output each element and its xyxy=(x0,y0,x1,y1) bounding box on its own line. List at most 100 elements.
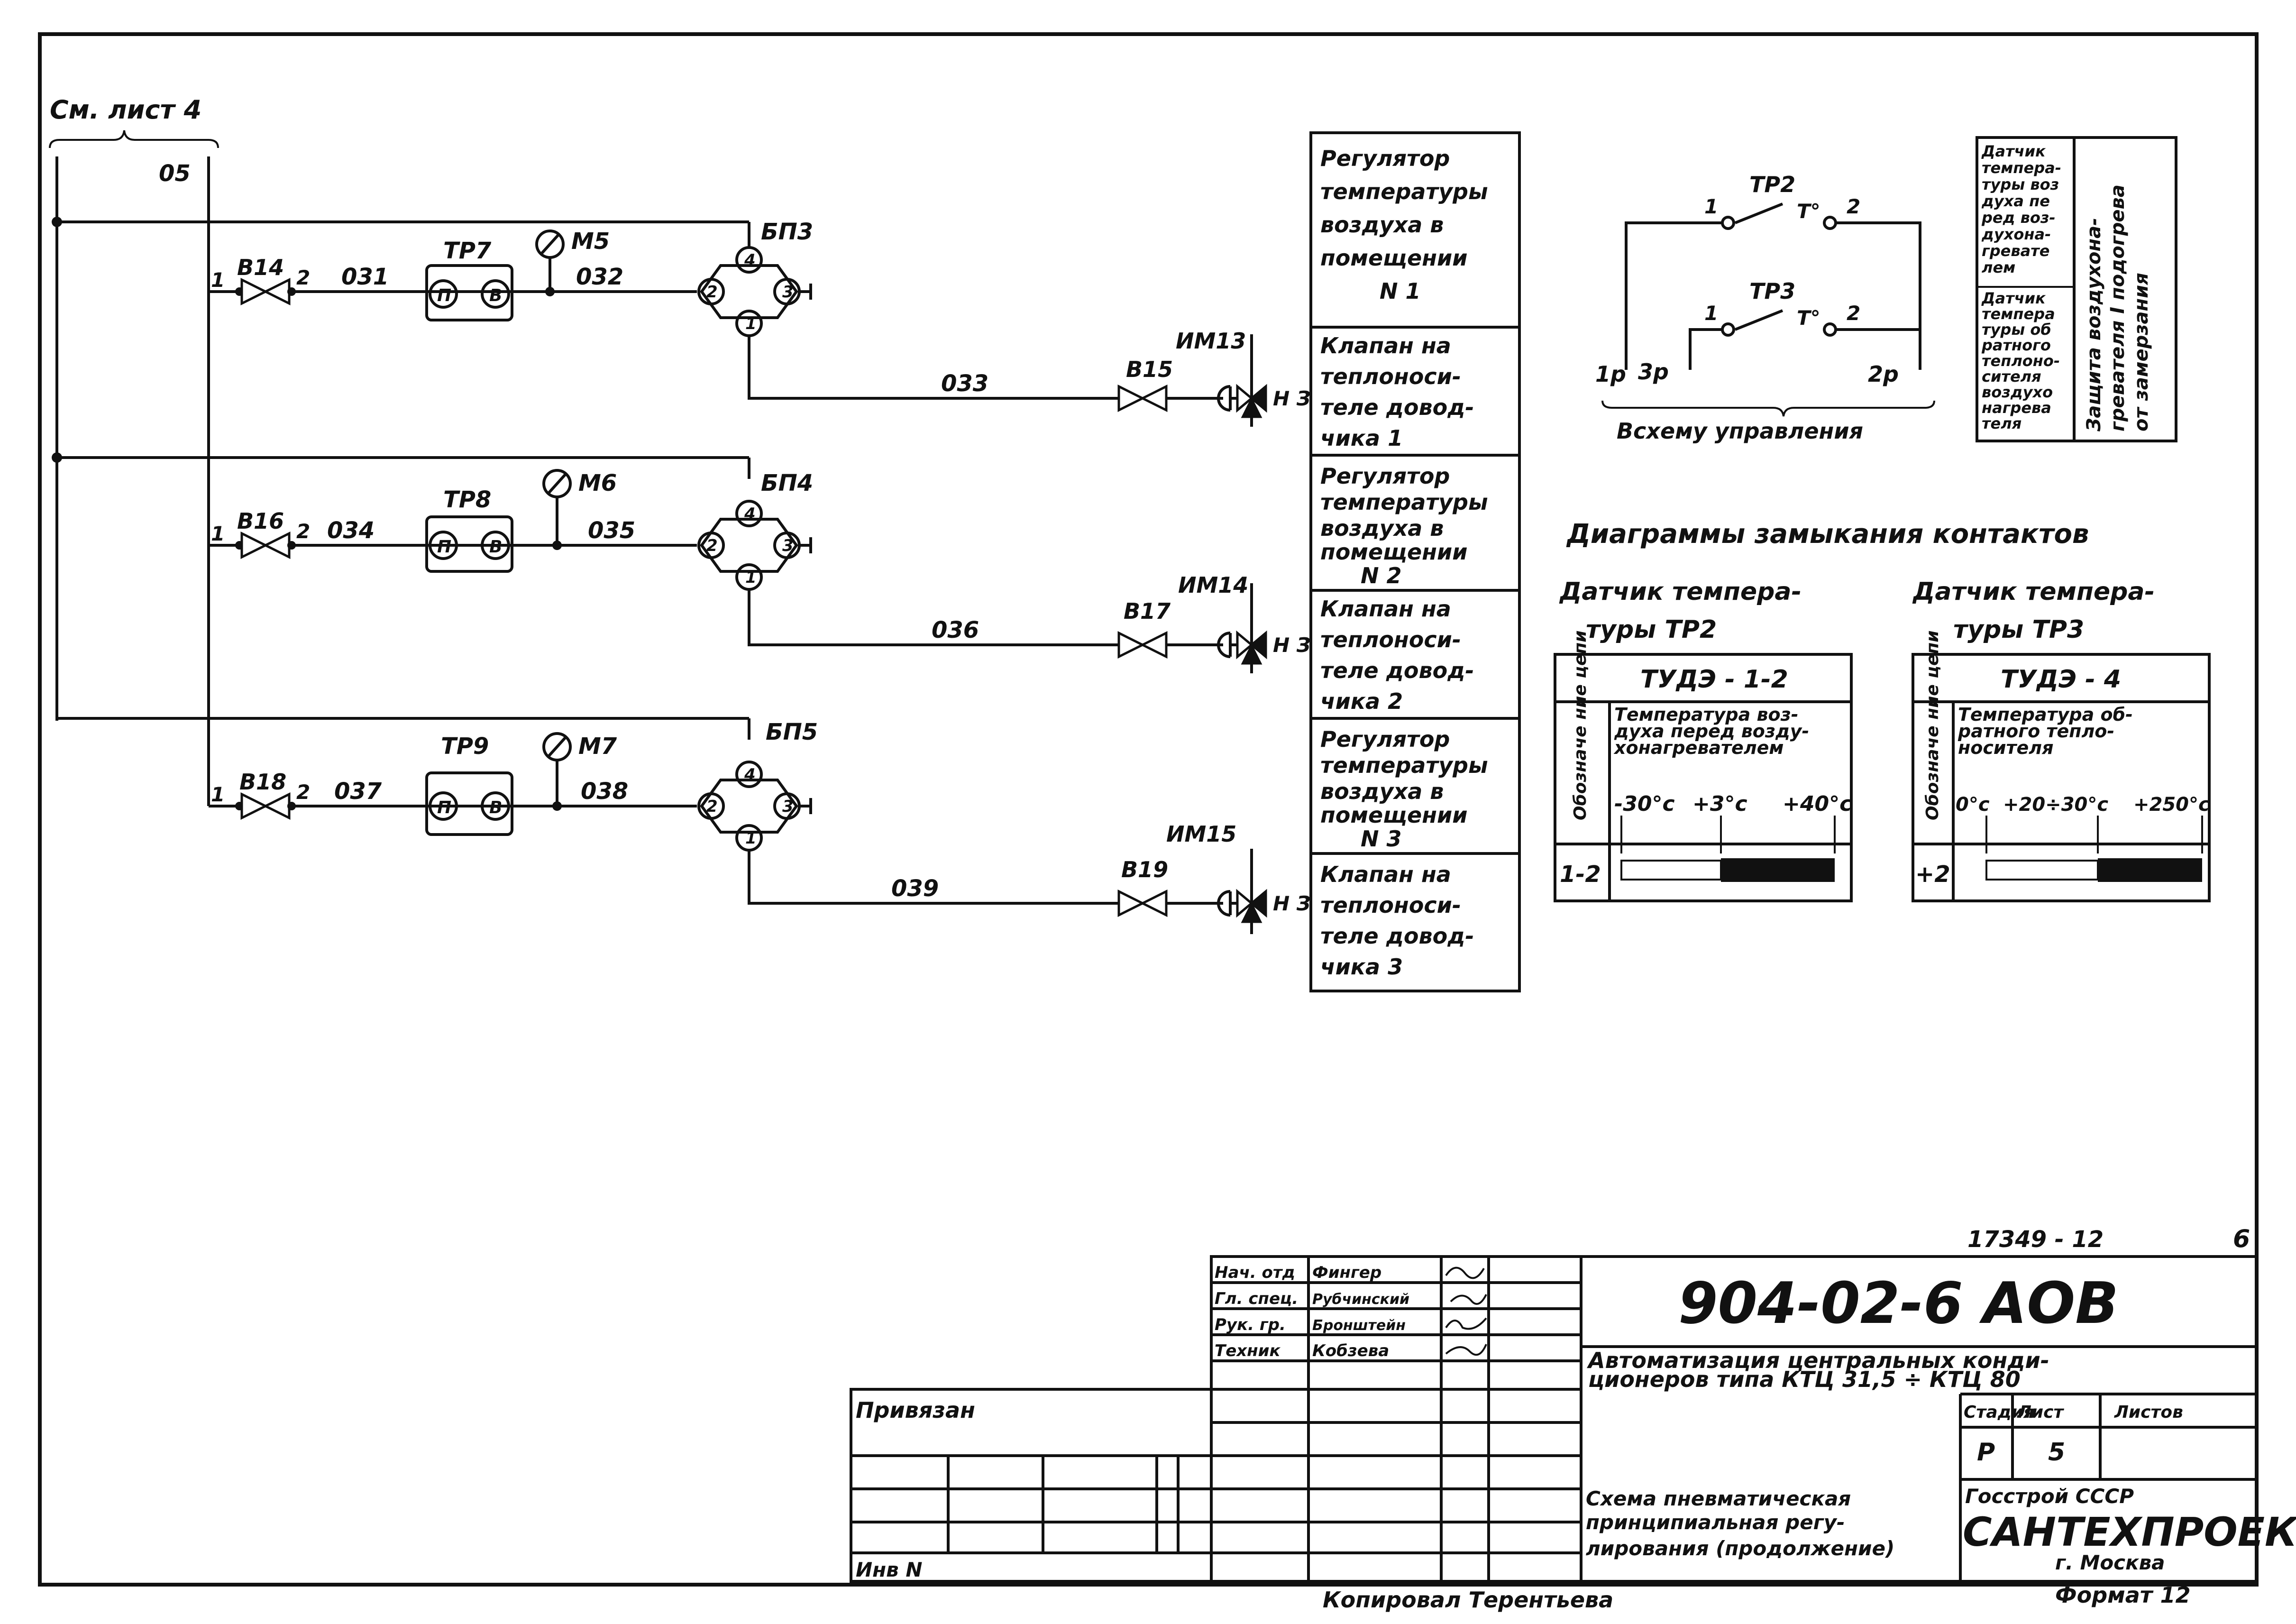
pipe-label: 034 xyxy=(327,517,375,544)
relay-port-label: В xyxy=(489,286,502,305)
valve-label: В17 xyxy=(1124,598,1171,624)
svg-text:Датчик: Датчик xyxy=(1981,142,2046,160)
description-cell-valve-2: Клапан на теплоноси- теле довод- чика 2 xyxy=(1320,596,1474,714)
pipe-label: 035 xyxy=(588,517,635,544)
svg-text:температуры: температуры xyxy=(1320,489,1488,515)
terminal-label: 2р xyxy=(1868,361,1899,387)
privyazan-label: Привязан xyxy=(856,1397,975,1423)
control-valve-icon xyxy=(1217,375,1267,427)
port-label: 4 xyxy=(744,505,756,523)
port-label: 3 xyxy=(782,536,794,555)
drawing-title: Схема пневматическая xyxy=(1586,1487,1851,1510)
scale-tick-label: -30°с xyxy=(1614,792,1675,816)
scale-tick-label: +20÷30°с xyxy=(2003,794,2108,816)
svg-text:помещении: помещении xyxy=(1320,245,1467,271)
gauge-label: М7 xyxy=(578,733,617,760)
drawing-title: лирования (продолжение) xyxy=(1586,1537,1894,1560)
sheet-header: Лист xyxy=(2017,1403,2064,1422)
port-label: 2 xyxy=(706,797,718,816)
svg-text:чика 2: чика 2 xyxy=(1320,688,1403,714)
control-valve-icon xyxy=(1217,849,1267,934)
diagram-model: ТУДЭ - 1-2 xyxy=(1640,665,1788,694)
relay-label: ТР9 xyxy=(441,733,489,760)
description-column xyxy=(1309,131,1521,992)
sensor-tp2-label: ТР2 xyxy=(1749,172,1795,197)
actuator-label: ИМ14 xyxy=(1178,572,1248,598)
contact-label: 2 xyxy=(1847,195,1860,218)
svg-text:Температура воз-: Температура воз- xyxy=(1614,704,1799,725)
junction-dot xyxy=(52,217,62,227)
organization: САНТЕХПРОЕКТ xyxy=(1963,1509,2296,1555)
svg-text:Температура об-: Температура об- xyxy=(1958,704,2133,725)
valve-label: В15 xyxy=(1126,357,1173,382)
relay-box xyxy=(425,515,513,573)
svg-text:помещении: помещении xyxy=(1320,539,1467,565)
svg-text:теле довод-: теле довод- xyxy=(1320,658,1474,683)
circuit-label: 1-2 xyxy=(1560,861,1601,888)
svg-text:гревате: гревате xyxy=(1982,242,2049,260)
scale-tick-label: +250°с xyxy=(2133,794,2210,816)
svg-text:лем: лем xyxy=(1982,258,2015,276)
svg-text:Клапан на: Клапан на xyxy=(1320,596,1451,622)
svg-text:чика 1: чика 1 xyxy=(1320,425,1403,451)
diagram-caption: туры ТР3 xyxy=(1953,615,2084,644)
actuator-label: ИМ15 xyxy=(1166,821,1236,847)
role-label: Рук. гр. xyxy=(1215,1315,1286,1334)
svg-text:ред воз-: ред воз- xyxy=(1981,209,2056,227)
circuit-side-label: Обозначе ние цепи xyxy=(1923,631,1942,820)
pressure-gauge-icon xyxy=(535,229,565,296)
diagram-caption: Датчик темпера- xyxy=(1559,578,1802,606)
control-caption: Всхему управления xyxy=(1617,418,1863,444)
svg-text:ратного тепло-: ратного тепло- xyxy=(1958,721,2114,742)
contact-diagram-tp3: Датчик темпера- туры ТР3 ТУДЭ - 4 Обозна… xyxy=(1912,578,2211,902)
circuit-side-label: Обозначе ние цепи xyxy=(1571,631,1590,820)
contact-label: 2 xyxy=(1847,302,1860,325)
svg-text:нагрева: нагрева xyxy=(1982,399,2051,417)
relay-box xyxy=(425,771,513,836)
relay-label: ТР7 xyxy=(443,238,492,264)
terminal-label: 1р xyxy=(1595,361,1626,387)
circuit-label: +2 xyxy=(1915,861,1950,888)
description-cell-regulator-3: Регулятор температуры воздуха в помещени… xyxy=(1320,726,1488,852)
block-label: БП3 xyxy=(761,219,813,245)
sheet-ref-brace xyxy=(49,130,219,148)
svg-text:Регулятор: Регулятор xyxy=(1320,463,1450,489)
control-circuit: ТР2 1 T° 2 ТР3 1 T° 2 1р 3р 2р Всхему уп… xyxy=(1595,172,1935,444)
sheets-header: Листов xyxy=(2114,1403,2183,1422)
gauge-label: М5 xyxy=(571,228,610,255)
diagrams-heading: Диаграммы замыкания контактов xyxy=(1566,519,2089,550)
relay-label: ТР8 xyxy=(443,486,491,513)
name-label: Бронштейн xyxy=(1312,1317,1406,1334)
relay-box xyxy=(425,264,513,321)
pin-label: 1 xyxy=(211,522,225,545)
svg-text:воздуха в: воздуха в xyxy=(1320,515,1444,541)
svg-text:воздуха в: воздуха в xyxy=(1320,779,1444,804)
sheet-value: 5 xyxy=(2048,1438,2065,1467)
relay-port-label: В xyxy=(489,798,502,817)
protection-title: гревателя I подогрева xyxy=(2107,184,2129,431)
pin-label: 1 xyxy=(211,783,225,806)
pin-label: 2 xyxy=(296,520,310,543)
scale-tick-label: +40°с xyxy=(1783,792,1852,816)
pressure-gauge-icon xyxy=(542,732,572,811)
svg-text:Датчик: Датчик xyxy=(1981,289,2046,307)
svg-text:N 1: N 1 xyxy=(1380,278,1421,304)
nz-label: Н З xyxy=(1273,387,1311,410)
contact-label: 1 xyxy=(1704,195,1718,218)
pin-label: 1 xyxy=(211,268,225,292)
pipe-label: 038 xyxy=(581,778,628,805)
name-label: Кобзева xyxy=(1312,1341,1389,1360)
role-label: Гл. спец. xyxy=(1215,1289,1298,1308)
svg-text:теплоно-: теплоно- xyxy=(1982,352,2060,370)
svg-text:темпера-: темпера- xyxy=(1982,159,2061,177)
sheet-code: 17349 - 12 xyxy=(1967,1226,2104,1253)
svg-text:N 3: N 3 xyxy=(1361,826,1402,852)
doc-number: 904-02-6 АОВ xyxy=(1678,1271,2119,1337)
shutoff-valve-icon xyxy=(1117,384,1168,413)
actuator-label: ИМ13 xyxy=(1176,328,1246,354)
terminal-label: 3р xyxy=(1638,359,1669,385)
sheet-frame xyxy=(38,32,2259,1587)
svg-text:ратного: ратного xyxy=(1981,336,2051,354)
svg-text:темпера: темпера xyxy=(1982,305,2055,323)
port-label: 3 xyxy=(782,283,794,302)
